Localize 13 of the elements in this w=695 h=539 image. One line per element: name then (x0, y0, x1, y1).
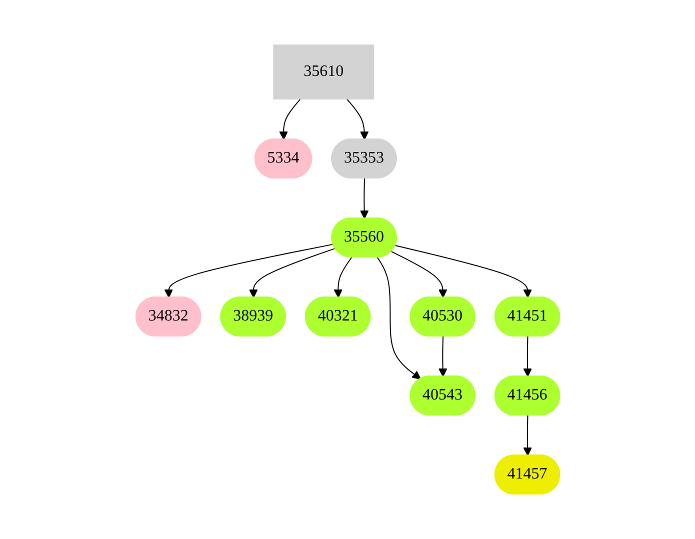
arrow (376, 257, 421, 380)
arrow (278, 98, 301, 140)
arrow (438, 336, 447, 377)
arrow (248, 248, 336, 298)
arrow (164, 244, 334, 298)
arrow (390, 251, 447, 298)
arrow (394, 244, 532, 298)
node-box: 35610 (272, 44, 374, 100)
arrow (346, 98, 368, 140)
arrow (522, 336, 532, 377)
arrow (333, 257, 352, 298)
arrow (522, 414, 532, 456)
arrow (360, 178, 368, 219)
